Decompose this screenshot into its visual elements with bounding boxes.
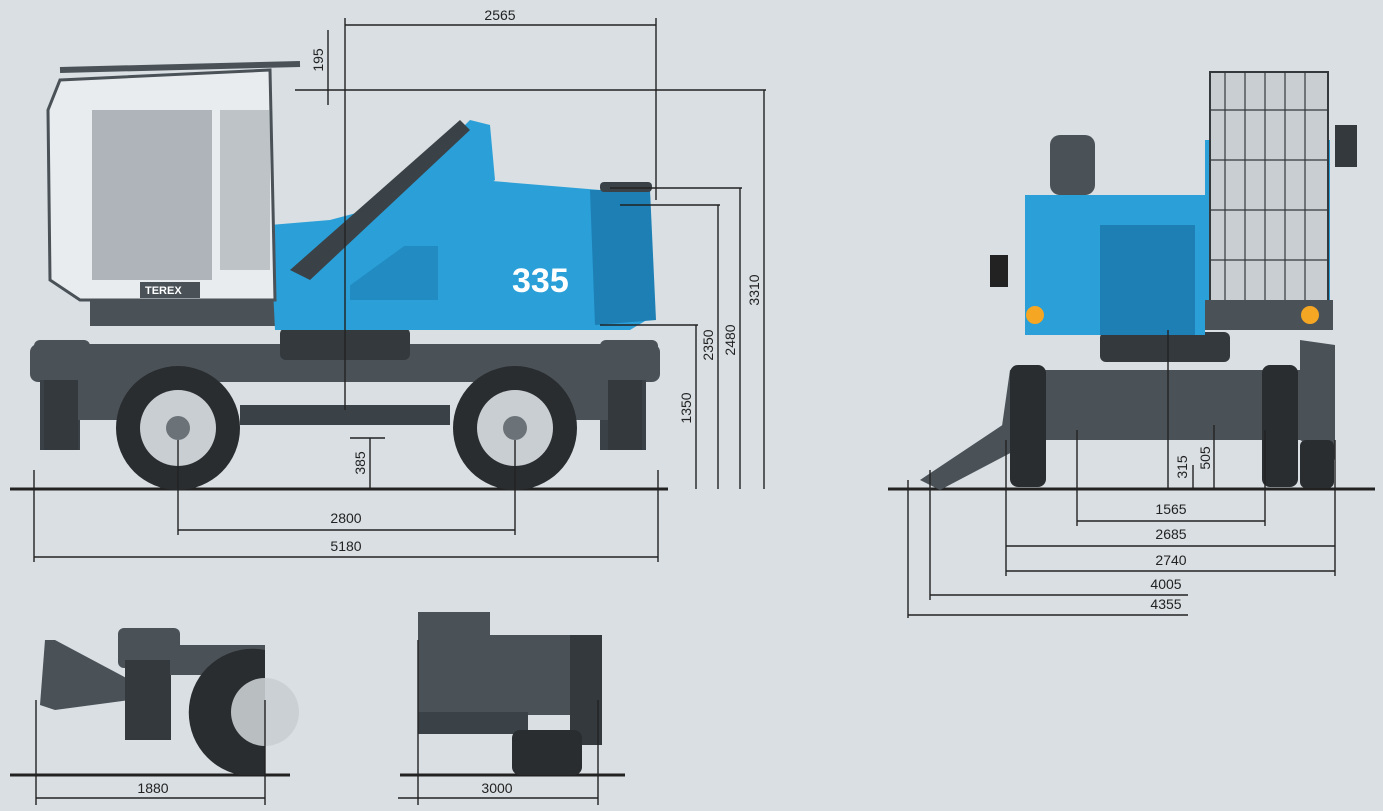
dim-ground-clearance: 385 xyxy=(352,451,368,475)
model-number: 335 xyxy=(512,262,569,300)
side-view: 335 TEREX xyxy=(10,7,766,562)
dim-wheel-track: 1565 xyxy=(1155,501,1186,517)
front-wheel xyxy=(453,366,577,490)
front-view: 315 505 1565 2685 2740 4005 4355 xyxy=(888,71,1375,618)
dim-total-height: 3310 xyxy=(746,274,762,305)
blade-detail: 3000 xyxy=(398,612,625,805)
dim-axle-height: 505 xyxy=(1197,446,1213,470)
dim-engine-height: 2480 xyxy=(722,324,738,355)
dim-step-height: 315 xyxy=(1174,455,1190,479)
dim-outrigger-detail: 1880 xyxy=(137,780,168,796)
dim-top-width: 2565 xyxy=(484,7,515,23)
outrigger-detail: 1880 xyxy=(10,628,299,805)
front-undercarriage xyxy=(1000,370,1320,440)
rear-wheel xyxy=(116,366,240,490)
dim-cab-offset: 195 xyxy=(310,48,326,72)
dim-axle-width: 2685 xyxy=(1155,526,1186,542)
dim-hood-height: 2350 xyxy=(700,329,716,360)
dim-stance-b: 4355 xyxy=(1150,596,1181,612)
dim-wheelbase: 2800 xyxy=(330,510,361,526)
brand-logo: TEREX xyxy=(145,285,182,297)
upper-structure: 335 xyxy=(90,120,656,330)
dim-outrigger-width: 2740 xyxy=(1155,552,1186,568)
front-upper-body xyxy=(990,71,1357,335)
dim-blade-detail: 3000 xyxy=(481,780,512,796)
cab: TEREX xyxy=(46,61,301,302)
front-dimensions xyxy=(907,330,1336,618)
dim-chassis-height: 1350 xyxy=(678,392,694,423)
side-dimensions xyxy=(33,18,766,562)
dim-total-length: 5180 xyxy=(330,538,361,554)
dim-stance-a: 4005 xyxy=(1150,576,1181,592)
